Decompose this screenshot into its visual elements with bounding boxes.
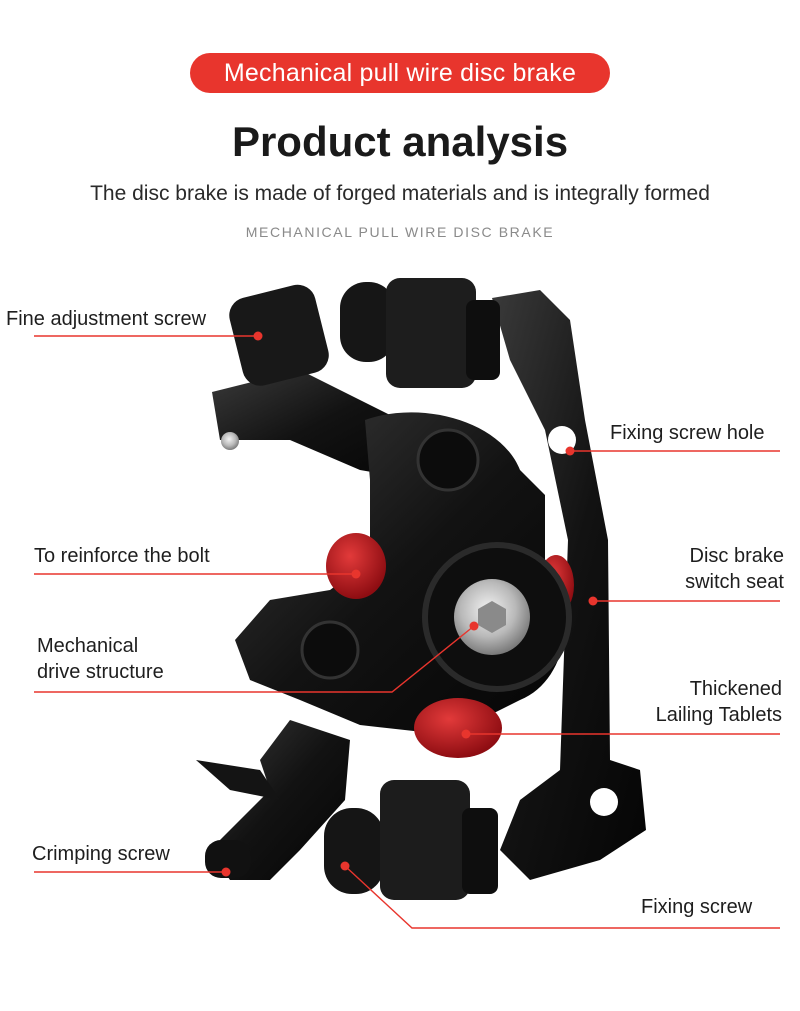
- label-crimping-screw: Crimping screw: [32, 843, 170, 865]
- bracket-hole-bottom: [590, 788, 618, 816]
- label-fixing-screw: Fixing screw: [641, 896, 753, 918]
- top-pad-cap: [340, 282, 395, 362]
- label-fixing-screw-hole: Fixing screw hole: [610, 422, 765, 444]
- page-caption: MECHANICAL PULL WIRE DISC BRAKE: [245, 224, 555, 240]
- dot-mechanical: [469, 621, 479, 631]
- top-pad-holder: [386, 278, 476, 388]
- label-thickened-line1: Thickened: [689, 678, 782, 700]
- dot-fixing-hole: [565, 446, 575, 456]
- line-mechanical: [34, 625, 475, 693]
- line-fixing-screw: [344, 865, 780, 929]
- callout-dots: [221, 331, 598, 877]
- label-switch-seat-line1: Disc brake: [689, 545, 784, 567]
- bottom-pad-cap: [324, 808, 384, 894]
- label-disc-brake-switch-seat: Disc brake switch seat: [685, 543, 784, 595]
- upper-hex-bolt: [416, 428, 480, 492]
- dot-thickened: [461, 729, 471, 739]
- drive-hub-hex: [478, 601, 506, 633]
- label-thickened-tablets: Thickened Lailing Tablets: [656, 676, 782, 728]
- adjustment-barrel: [229, 284, 329, 386]
- label-mechanical-line1: Mechanical: [37, 635, 139, 657]
- label-fine-adjustment-screw: Fine adjustment screw: [6, 308, 207, 330]
- dot-fine-adjust: [253, 331, 263, 341]
- dot-crimping: [221, 867, 231, 877]
- bottom-pad-nut: [462, 808, 498, 894]
- label-mechanical-line2: drive structure: [37, 661, 164, 683]
- crimp-cap: [205, 840, 251, 878]
- cable-fin: [196, 760, 280, 800]
- red-pad: [414, 698, 502, 758]
- dot-switch-seat: [588, 596, 598, 606]
- dot-reinforce: [351, 569, 361, 579]
- dot-fixing-screw: [340, 861, 350, 871]
- callout-lines: [34, 335, 780, 929]
- left-hex-bolt: [300, 620, 360, 680]
- adjustment-tip: [221, 432, 239, 450]
- bottom-pad-holder: [380, 780, 470, 900]
- red-reinforce-bolt: [326, 533, 386, 599]
- top-pad-nut: [466, 300, 500, 380]
- title-badge: Mechanical pull wire disc brake: [190, 53, 610, 93]
- page-subtitle: The disc brake is made of forged materia…: [90, 182, 710, 205]
- label-thickened-line2: Lailing Tablets: [655, 704, 782, 726]
- label-switch-seat-line2: switch seat: [685, 571, 784, 593]
- page-title: Product analysis: [231, 118, 569, 165]
- label-mechanical-drive: Mechanical drive structure: [37, 633, 164, 685]
- label-reinforce-bolt: To reinforce the bolt: [34, 545, 210, 567]
